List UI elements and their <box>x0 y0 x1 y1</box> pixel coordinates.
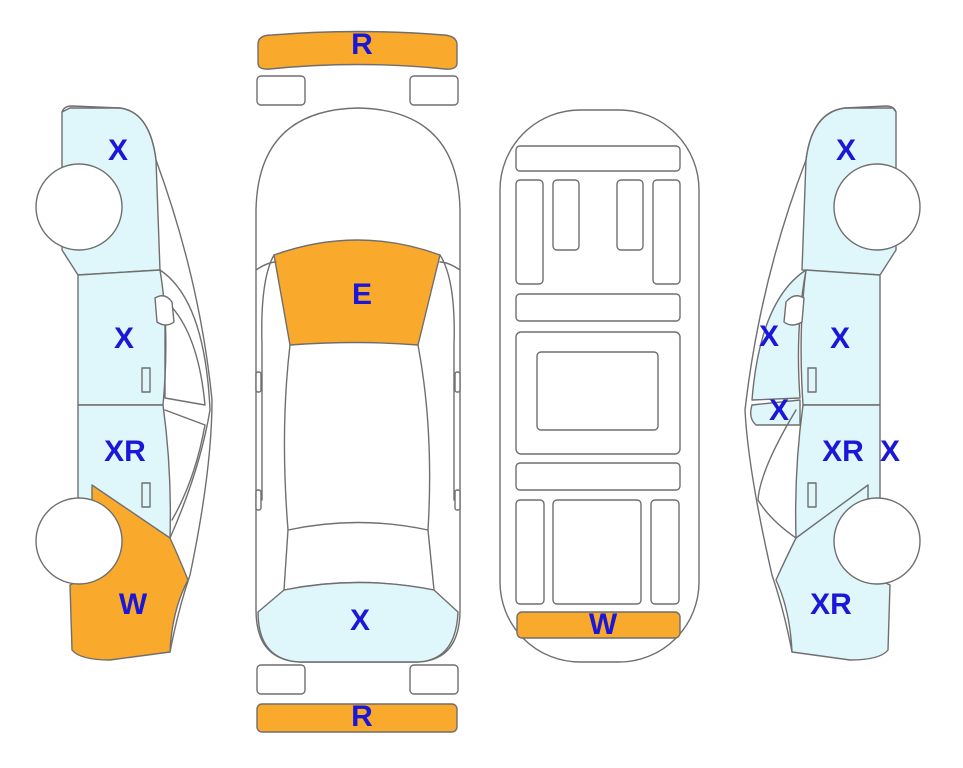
interior-rear-right-seat <box>650 499 680 605</box>
left-side-view: X X XR W <box>35 105 213 661</box>
left-window-line <box>159 269 211 539</box>
top-left-handle <box>255 489 262 511</box>
top-left-mirror <box>255 371 262 393</box>
rear-bumper-label: R <box>351 700 373 733</box>
left-rear-door-handle <box>141 482 151 508</box>
right-rear-door-edge-label: X <box>880 435 900 468</box>
top-roof-right <box>417 344 431 531</box>
top-right-mirror <box>454 371 461 393</box>
trunk-label: W <box>589 608 618 641</box>
right-mirror-label: X <box>769 394 789 427</box>
right-front-door-handle <box>807 367 817 393</box>
interior-front-left-inner <box>552 179 580 251</box>
interior-front-right-inner <box>616 179 644 251</box>
trunk-panel[interactable] <box>516 611 681 639</box>
roof-rear-label: X <box>350 604 370 637</box>
right-mirror-panel[interactable] <box>749 399 801 426</box>
left-glass-line <box>164 299 206 406</box>
top-view: R E X R <box>255 28 461 733</box>
right-front-door-label: X <box>830 322 850 355</box>
interior-mid-bar <box>515 293 681 322</box>
rear-left-light-box <box>256 664 306 695</box>
left-body-outline <box>61 105 213 653</box>
right-rear-wheel <box>833 497 921 585</box>
right-rear-door-label: XR <box>822 435 864 468</box>
interior-front-left-seat <box>515 179 544 285</box>
top-roof-left <box>283 344 291 531</box>
front-left-headlight-box <box>256 75 306 106</box>
interior-center-panel <box>536 351 659 431</box>
right-window-line <box>757 409 797 539</box>
left-glass-line-2 <box>164 409 206 521</box>
right-body-outline <box>744 105 897 653</box>
right-a-pillar-label: X <box>759 320 779 353</box>
left-front-wheel <box>35 163 123 251</box>
top-a-pillar-right <box>439 254 455 501</box>
interior-dash <box>515 145 681 172</box>
interior-front-right-seat <box>652 179 681 285</box>
left-front-door-label: X <box>114 322 134 355</box>
top-a-pillar-left <box>261 254 275 501</box>
front-right-headlight-box <box>409 75 459 106</box>
right-front-wheel <box>833 163 921 251</box>
right-rear-door-handle <box>807 482 817 508</box>
left-front-door-handle <box>141 367 151 393</box>
left-front-fender-label: X <box>108 134 128 167</box>
hood-label: E <box>352 278 372 311</box>
rear-right-light-box <box>409 664 459 695</box>
rear-bumper-panel[interactable] <box>256 703 458 733</box>
top-side-left <box>255 261 277 271</box>
front-bumper-panel[interactable] <box>257 30 458 70</box>
right-side-view: X X X X XR X XR <box>744 105 921 661</box>
interior-rear-left-seat <box>515 499 545 605</box>
left-rear-wheel <box>35 497 123 585</box>
front-bumper-label: R <box>351 28 373 61</box>
top-side-right <box>439 261 461 271</box>
roof-rear-panel[interactable] <box>257 581 459 663</box>
interior-view: W <box>499 109 700 663</box>
top-right-handle <box>454 489 461 511</box>
left-rear-quarter-label: W <box>119 588 148 621</box>
interior-rear-bench <box>552 499 642 605</box>
left-mirror <box>154 295 175 326</box>
right-mirror <box>783 295 805 326</box>
right-rear-quarter-label: XR <box>810 588 852 621</box>
left-rear-door-label: XR <box>104 435 146 468</box>
right-front-fender-label: X <box>836 134 856 167</box>
interior-rear-bar <box>515 462 681 491</box>
